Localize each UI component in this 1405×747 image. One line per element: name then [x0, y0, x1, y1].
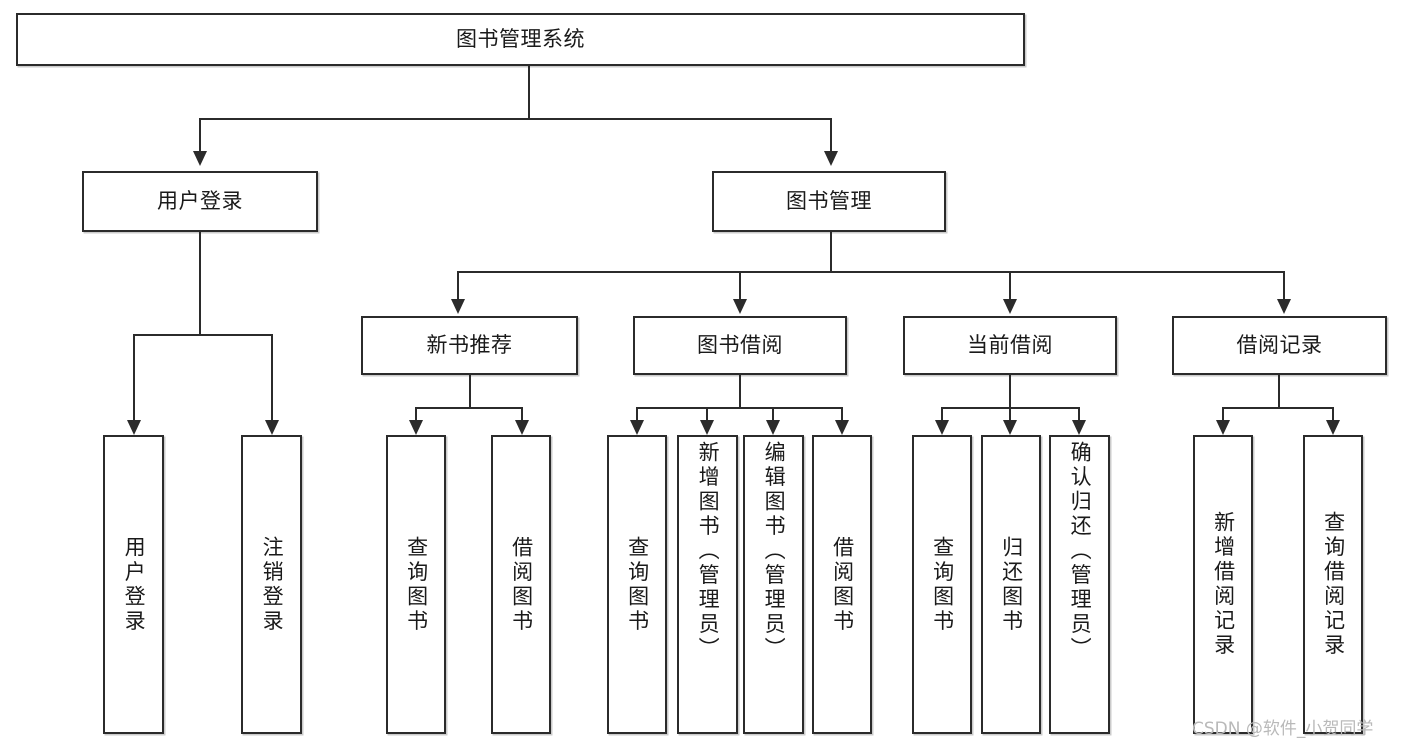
edge-book-borrow-stem: [739, 375, 741, 408]
leaf-nbr-query-book[interactable]: 查询图书: [386, 435, 446, 734]
arrowhead-new-book-recommend: [451, 299, 465, 314]
edge-drop-new-book-recommend: [457, 271, 459, 299]
edge-drop-leaf-bb-0: [636, 407, 638, 420]
arrowhead-leaf-bb-2: [766, 420, 780, 435]
arrowhead-borrow-record: [1277, 299, 1291, 314]
arrowhead-leaf-nbr-1: [515, 420, 529, 435]
arrowhead-user-login: [193, 151, 207, 166]
node-book-management[interactable]: 图书管理: [712, 171, 946, 232]
node-label: 查询图书: [404, 535, 429, 634]
node-root-book-management-system[interactable]: 图书管理系统: [16, 13, 1025, 66]
node-user-login[interactable]: 用户登录: [82, 171, 318, 232]
arrowhead-current-borrow: [1003, 299, 1017, 314]
arrowhead-leaf-bb-3: [835, 420, 849, 435]
leaf-bb-edit-book-admin[interactable]: 编辑图书（管理员）: [743, 435, 804, 734]
edge-drop-borrow-record: [1283, 271, 1285, 299]
edge-drop-current-borrow: [1009, 271, 1011, 299]
node-label: 新书推荐: [426, 333, 513, 357]
edge-drop-leaf-br-1: [1332, 407, 1334, 420]
leaf-cb-query-book[interactable]: 查询图书: [912, 435, 972, 734]
node-label: 注销登录: [260, 535, 285, 634]
node-label: 借阅记录: [1236, 333, 1323, 357]
node-label: 查询图书: [625, 535, 650, 634]
node-borrow-record[interactable]: 借阅记录: [1172, 316, 1387, 375]
edge-drop-leaf-bb-2: [772, 407, 774, 420]
edge-drop-leaf-bb-1: [706, 407, 708, 420]
node-label: 图书管理: [786, 189, 872, 213]
edge-drop-leaf-br-0: [1222, 407, 1224, 420]
arrowhead-leaf-nbr-0: [409, 420, 423, 435]
leaf-user-login-logout[interactable]: 注销登录: [241, 435, 302, 734]
edge-drop-leaf-cb-0: [941, 407, 943, 420]
node-label: 借阅图书: [830, 535, 855, 634]
edge-borrow-record-rail: [1222, 407, 1334, 409]
arrowhead-leaf-br-0: [1216, 420, 1230, 435]
arrowhead-leaf-cb-2: [1072, 420, 1086, 435]
node-label: 新增图书（管理员）: [696, 441, 721, 662]
arrowhead-leaf-cb-0: [935, 420, 949, 435]
leaf-user-login-login[interactable]: 用户登录: [103, 435, 164, 734]
edge-drop-leaf-cb-1: [1009, 407, 1011, 420]
node-label: 查询借阅记录: [1321, 511, 1346, 658]
edge-drop-book-borrow: [739, 271, 741, 299]
node-book-borrow[interactable]: 图书借阅: [633, 316, 847, 375]
edge-user-login-rail: [133, 334, 273, 336]
edge-drop-book-management: [830, 118, 832, 151]
edge-drop-user-login: [199, 118, 201, 151]
node-label: 图书管理系统: [456, 27, 585, 51]
node-label: 归还图书: [999, 535, 1024, 634]
arrowhead-book-borrow: [733, 299, 747, 314]
node-label: 图书借阅: [697, 333, 783, 357]
arrowhead-leaf-user-login-1: [265, 420, 279, 435]
csdn-watermark: CSDN @软件_小贺同学: [1192, 719, 1374, 739]
edge-drop-leaf-user-login-1: [271, 334, 273, 420]
arrowhead-leaf-br-1: [1326, 420, 1340, 435]
arrowhead-leaf-bb-0: [630, 420, 644, 435]
edge-level2-rail: [199, 118, 831, 120]
leaf-br-query-record[interactable]: 查询借阅记录: [1303, 435, 1363, 734]
leaf-bb-query-book[interactable]: 查询图书: [607, 435, 667, 734]
arrowhead-leaf-cb-1: [1003, 420, 1017, 435]
node-label: 用户登录: [122, 535, 147, 634]
edge-drop-leaf-nbr-0: [415, 407, 417, 420]
arrowhead-leaf-bb-1: [700, 420, 714, 435]
edge-book-borrow-rail: [636, 407, 842, 409]
edge-drop-leaf-nbr-1: [521, 407, 523, 420]
node-label: 查询图书: [930, 535, 955, 634]
node-current-borrow[interactable]: 当前借阅: [903, 316, 1117, 375]
leaf-bb-borrow-book[interactable]: 借阅图书: [812, 435, 872, 734]
edge-current-borrow-stem: [1009, 375, 1011, 408]
edge-level3-rail: [457, 271, 1285, 273]
edge-borrow-record-stem: [1278, 375, 1280, 408]
edge-drop-leaf-cb-2: [1078, 407, 1080, 420]
node-label: 编辑图书（管理员）: [762, 441, 787, 662]
node-label: 用户登录: [157, 189, 243, 213]
edge-book-management-stem: [830, 232, 832, 272]
leaf-br-add-record[interactable]: 新增借阅记录: [1193, 435, 1253, 734]
edge-new-book-recommend-rail: [415, 407, 523, 409]
node-label: 借阅图书: [509, 535, 534, 634]
arrowhead-leaf-user-login-0: [127, 420, 141, 435]
edge-drop-leaf-bb-3: [841, 407, 843, 420]
edge-new-book-recommend-stem: [469, 375, 471, 408]
leaf-cb-confirm-return-admin[interactable]: 确认归还（管理员）: [1049, 435, 1110, 734]
node-label: 确认归还（管理员）: [1068, 441, 1093, 662]
node-new-book-recommend[interactable]: 新书推荐: [361, 316, 578, 375]
edge-root-stem: [528, 66, 530, 119]
leaf-cb-return-book[interactable]: 归还图书: [981, 435, 1041, 734]
leaf-nbr-borrow-book[interactable]: 借阅图书: [491, 435, 551, 734]
edge-user-login-stem: [199, 232, 201, 335]
node-label: 新增借阅记录: [1211, 511, 1236, 658]
arrowhead-book-management: [824, 151, 838, 166]
leaf-bb-add-book-admin[interactable]: 新增图书（管理员）: [677, 435, 738, 734]
node-label: 当前借阅: [967, 333, 1053, 357]
edge-drop-leaf-user-login-0: [133, 334, 135, 420]
